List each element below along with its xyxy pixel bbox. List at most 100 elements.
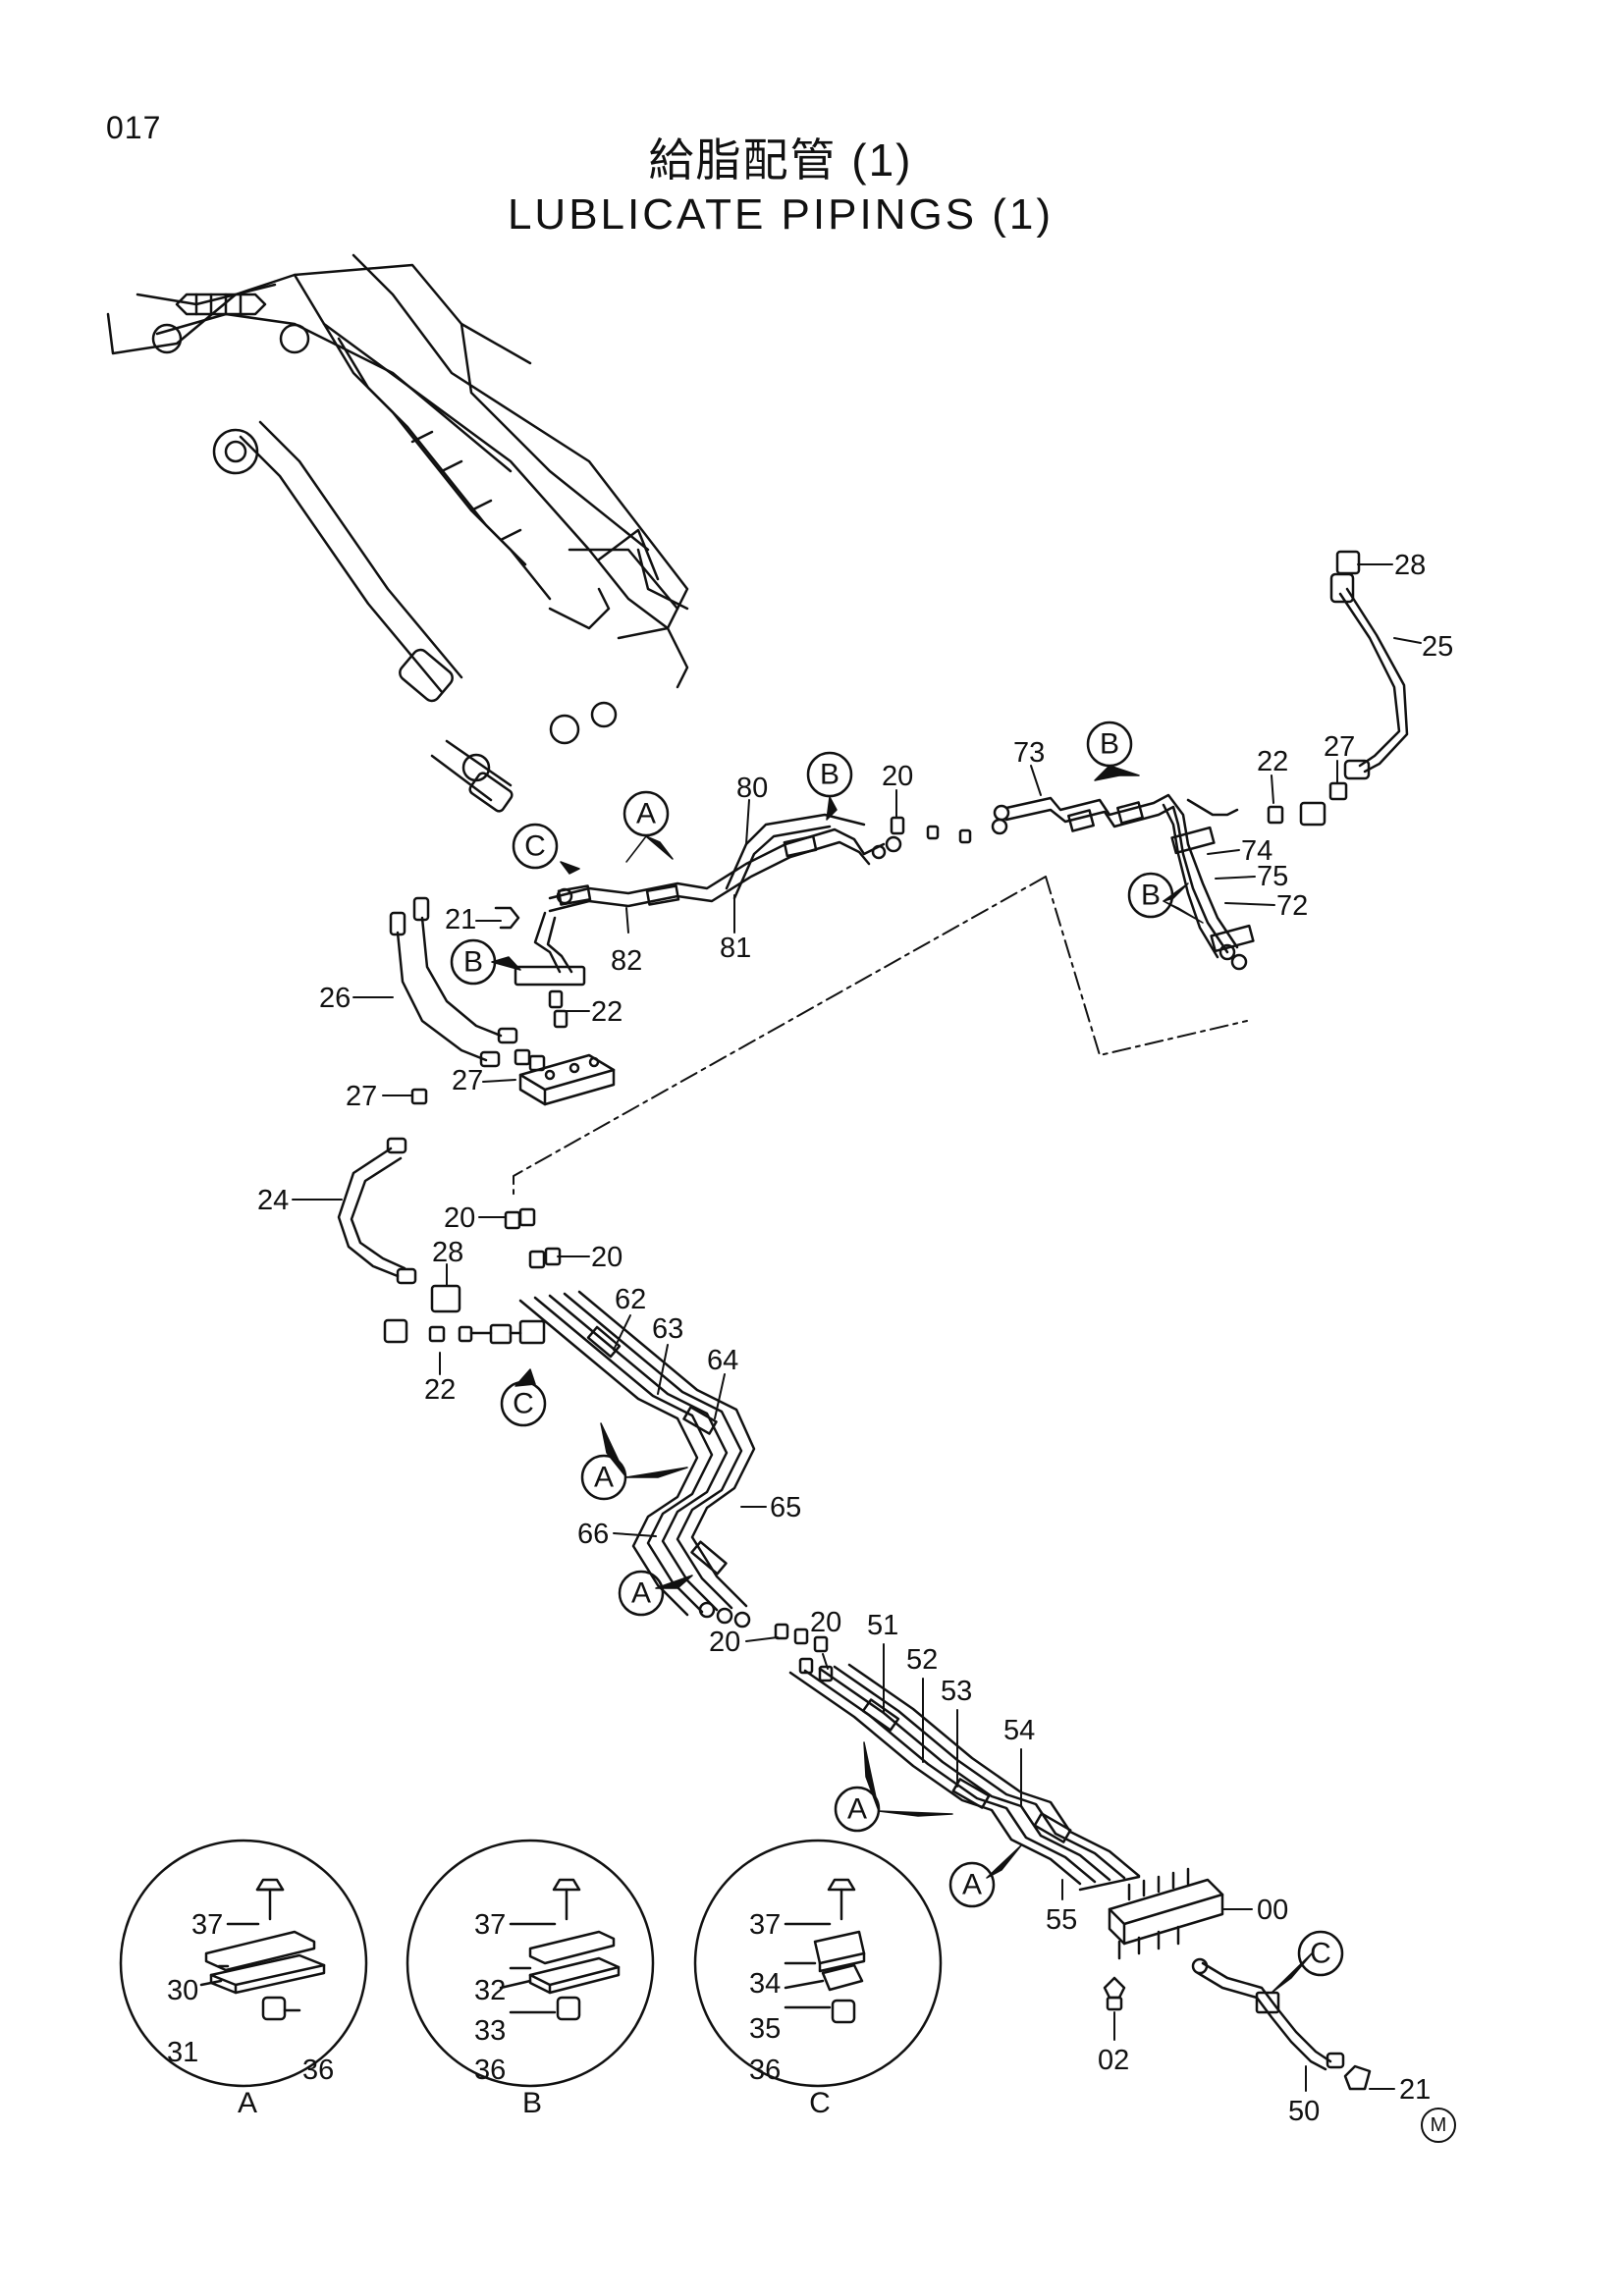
inset-callout-37: 37: [749, 1909, 781, 1941]
callout-20: 20: [810, 1607, 841, 1638]
callout-64: 64: [707, 1345, 738, 1376]
bubble-b-left: [450, 938, 497, 986]
inset-callout-36: 36: [302, 2055, 334, 2086]
callout-20: 20: [591, 1242, 623, 1273]
lower-left-fittings: [383, 1284, 546, 1345]
bubble-b-upper-middle: [806, 751, 853, 798]
bubble-letters: B B A C B B C A A A A C: [463, 728, 1331, 1970]
callout-20: 20: [709, 1627, 740, 1658]
grease-fittings-20-middle: [504, 1207, 562, 1269]
pipe-bundle-upper-middle: [514, 813, 902, 987]
page-number: 017: [106, 110, 162, 145]
bubble-a-middle: [580, 1454, 627, 1501]
callout-75: 75: [1257, 861, 1288, 892]
callout-55: 55: [1046, 1904, 1077, 1936]
bubble-letter-c: C: [524, 830, 546, 863]
bubble-letter-a: A: [631, 1577, 651, 1610]
grease-fittings-20-upper: [890, 816, 972, 844]
callout-24: 24: [257, 1185, 289, 1216]
callout-28: 28: [432, 1237, 463, 1268]
callout-26: 26: [319, 983, 351, 1014]
callout-72: 72: [1276, 890, 1308, 922]
pipe-bundle-upper-right: [991, 793, 1255, 971]
block-fitting-upper-right: [1299, 801, 1326, 827]
title-block: 給脂配管 (1) LUBLICATE PIPINGS (1): [0, 133, 1561, 242]
bubble-c-lower: [1297, 1930, 1344, 1977]
inset-detail-b: [406, 1839, 655, 2088]
fitting-21-upper: [494, 906, 520, 930]
hose-26: [389, 896, 518, 1068]
bubble-b-upper-right: [1086, 721, 1133, 768]
leader-lines: [292, 563, 1422, 2092]
callout-63: 63: [652, 1313, 683, 1345]
inset-callout-30: 30: [167, 1975, 198, 2006]
callout-22: 22: [1257, 746, 1288, 777]
callout-21: 21: [445, 904, 476, 935]
callout-27: 27: [346, 1081, 377, 1112]
grease-nipple-02: [1103, 1976, 1126, 2011]
inset-callout-31: 31: [167, 2037, 198, 2068]
connection-route-line: [513, 876, 1248, 1199]
callout-20: 20: [444, 1202, 475, 1234]
bubble-letter-b: B: [463, 946, 483, 979]
bubble-letter-a: A: [847, 1793, 867, 1826]
bubble-b-right: [1127, 872, 1174, 919]
bubble-letter-b: B: [1141, 880, 1161, 912]
bubble-c-upper: [512, 823, 559, 870]
grease-nipple-22-upper: [1267, 805, 1284, 825]
distributor-block: [1108, 1867, 1224, 1960]
bubble-letter-c: C: [1310, 1938, 1331, 1970]
fitting-27-upper: [1328, 781, 1348, 801]
letter-bubbles: [450, 721, 1344, 1977]
callout-21: 21: [1399, 2074, 1431, 2106]
bubble-letter-b: B: [1100, 728, 1119, 761]
inset-detail-c: [693, 1839, 943, 2088]
bubble-c-middle: [500, 1380, 547, 1427]
title-japanese: 給脂配管 (1): [648, 134, 913, 186]
callout-25: 25: [1422, 631, 1453, 663]
callout-20: 20: [882, 761, 913, 792]
callout-02: 02: [1098, 2045, 1129, 2076]
callout-80: 80: [736, 773, 768, 804]
bubble-letter-b: B: [820, 759, 839, 791]
inset-callout-37: 37: [191, 1909, 223, 1941]
inset-callout-33: 33: [474, 2015, 506, 2047]
inset-callout-32: 32: [474, 1975, 506, 2006]
bubble-letter-a: A: [594, 1462, 614, 1494]
inset-detail-a: [119, 1839, 368, 2088]
callout-labels: 28 25 73 22 27 74 75 72 80 20 21 82 81 2…: [167, 550, 1453, 2127]
callout-73: 73: [1013, 737, 1045, 769]
bubble-a-middle-lower: [618, 1570, 665, 1617]
callout-62: 62: [615, 1284, 646, 1315]
inset-captions: A B C: [238, 2087, 831, 2119]
inset-caption-b: B: [522, 2087, 542, 2119]
callout-27: 27: [452, 1065, 483, 1096]
inset-callout-36: 36: [749, 2055, 781, 2086]
callout-66: 66: [577, 1519, 609, 1550]
title-english: LUBLICATE PIPINGS (1): [507, 190, 1055, 239]
callout-81: 81: [720, 933, 751, 964]
callout-51: 51: [867, 1610, 898, 1641]
inset-caption-a: A: [238, 2087, 257, 2119]
boom-arm-illustration: [106, 253, 689, 813]
callout-65: 65: [770, 1492, 801, 1523]
inset-callout-35: 35: [749, 2013, 781, 2045]
bubble-letter-c: C: [513, 1388, 534, 1420]
callout-82: 82: [611, 945, 642, 977]
bubble-letter-a: A: [636, 798, 656, 830]
callout-22: 22: [591, 996, 623, 1028]
inset-callout-37: 37: [474, 1909, 506, 1941]
callout-00: 00: [1257, 1895, 1288, 1926]
grease-fittings-20-lower: [774, 1623, 834, 1682]
pipe-bundle-middle: [518, 1290, 756, 1629]
hose-24: [337, 1137, 417, 1285]
inset-caption-c: C: [809, 2087, 831, 2119]
inset-callout-36: 36: [474, 2055, 506, 2086]
callout-50: 50: [1288, 2096, 1320, 2127]
manufacturer-mark: M: [1421, 2108, 1456, 2143]
callout-54: 54: [1003, 1715, 1035, 1746]
pipe-50: [1191, 1957, 1372, 2091]
inset-callout-34: 34: [749, 1968, 781, 2000]
bubble-letter-a: A: [962, 1869, 982, 1901]
